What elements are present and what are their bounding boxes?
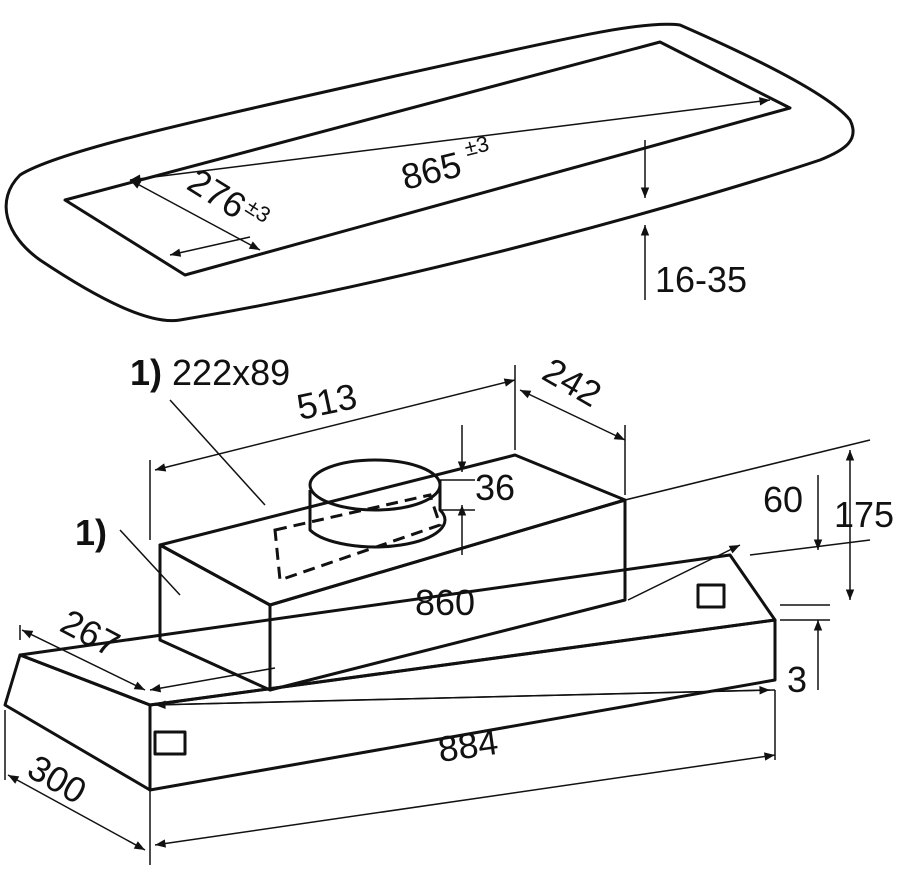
- mounting-bracket: [696, 583, 726, 609]
- side-callout-marker: 1): [75, 512, 107, 553]
- plate-thickness: 3: [787, 659, 807, 700]
- cutout-dimensions: 865 ±3 276 ±3 16-35: [129, 97, 771, 300]
- cutout-length: 865: [397, 143, 465, 197]
- box-depth: 242: [536, 349, 609, 415]
- duct-size: 222x89: [172, 352, 290, 393]
- hood-body: [3, 453, 777, 792]
- cutout-length-tolerance: ±3: [462, 131, 492, 161]
- box-length: 513: [293, 375, 360, 428]
- svg-text:1) 222x89: 1) 222x89: [130, 352, 290, 393]
- cutout-frame: [4, 22, 855, 323]
- worktop-thickness: 16-35: [655, 259, 747, 300]
- inner-depth: 267: [54, 601, 126, 665]
- duct-height: 36: [475, 467, 515, 508]
- hood-dimensions: 1) 222x89 513 242 36 60 175 860 1) 267 3…: [4, 349, 894, 865]
- inner-length: 860: [415, 582, 475, 623]
- total-depth: 300: [21, 746, 94, 812]
- total-height: 175: [834, 494, 894, 535]
- mounting-bracket: [153, 730, 187, 756]
- side-opening: [172, 586, 208, 614]
- front-height: 60: [763, 479, 803, 520]
- duct-callout-marker: 1): [130, 352, 162, 393]
- total-length: 884: [435, 721, 500, 770]
- cutout-width: 276: [181, 160, 254, 227]
